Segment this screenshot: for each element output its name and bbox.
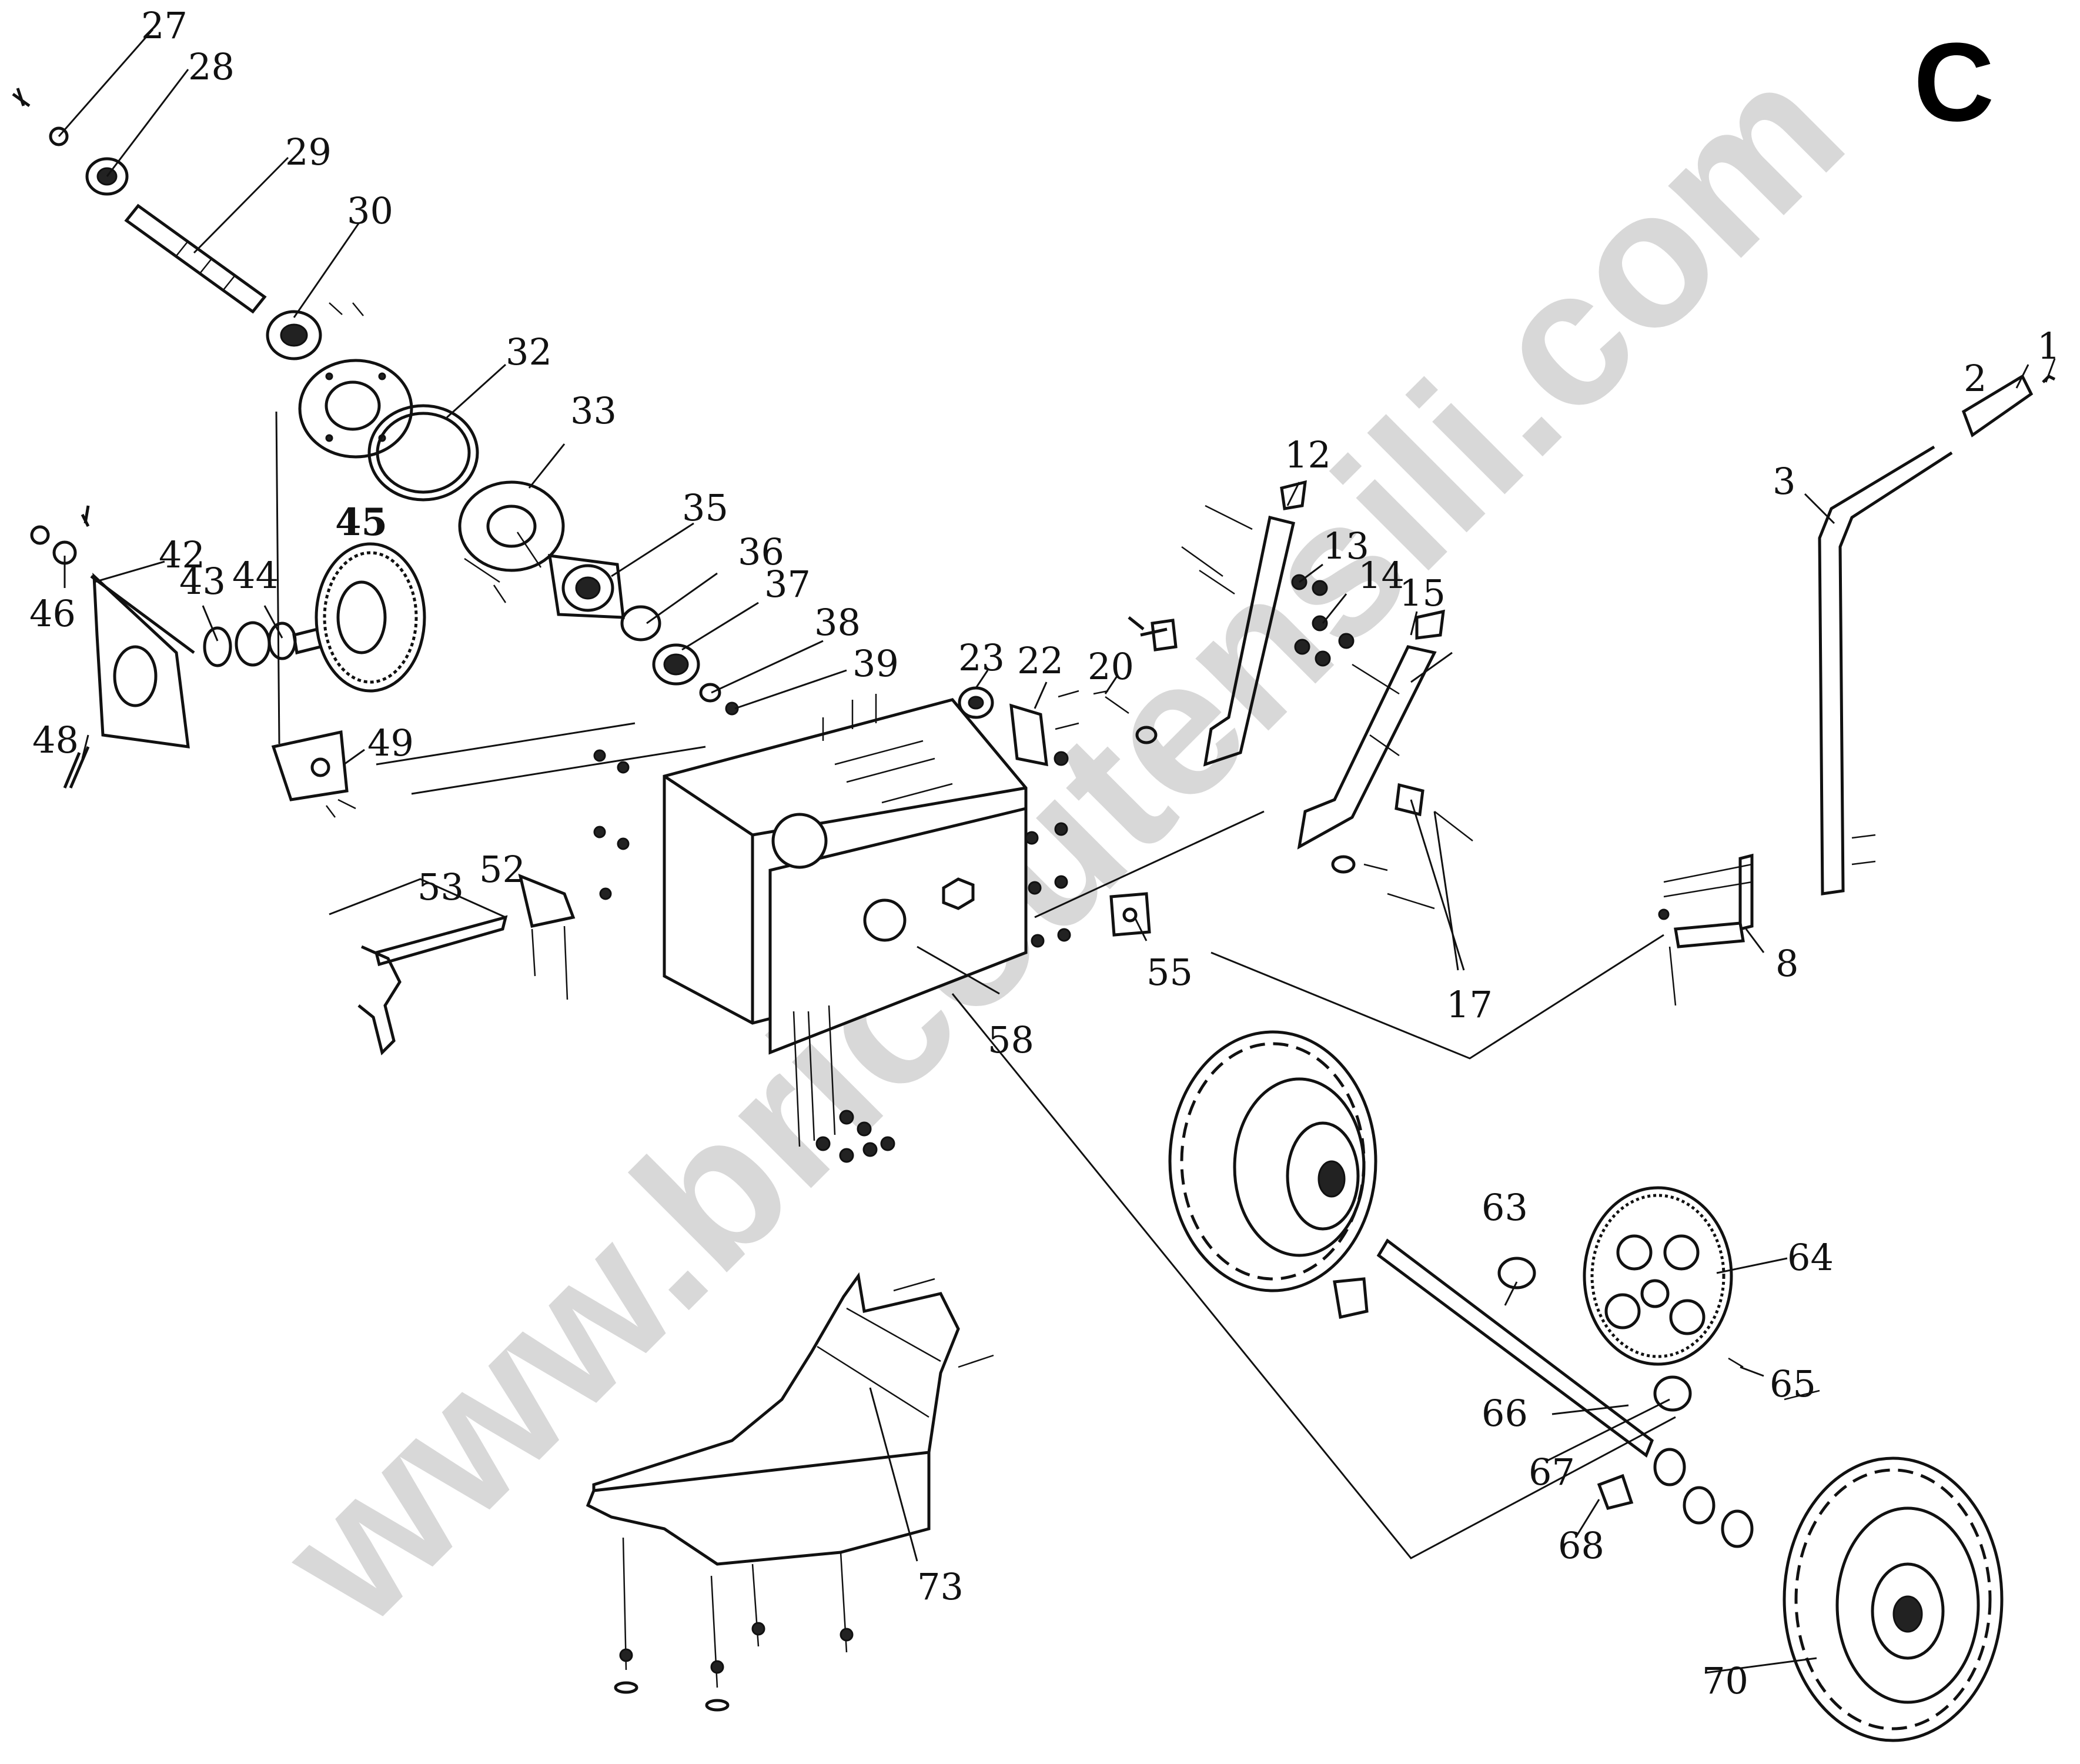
label-63: 63	[1482, 1186, 1528, 1229]
label-65: 65	[1770, 1362, 1816, 1405]
label-37: 37	[764, 563, 811, 606]
label-48: 48	[32, 719, 79, 761]
label-30: 30	[347, 189, 393, 232]
label-13: 13	[1323, 524, 1369, 567]
gearbox-housing	[593, 619, 1178, 1163]
label-67: 67	[1529, 1451, 1575, 1494]
label-23: 23	[958, 636, 1005, 679]
label-44: 44	[232, 554, 279, 597]
label-58: 58	[988, 1018, 1034, 1061]
shift-handle	[1658, 374, 2056, 1006]
label-29: 29	[285, 131, 332, 173]
left-bracket-assembly	[30, 411, 426, 818]
leader-lines	[58, 29, 2056, 1674]
label-38: 38	[814, 601, 861, 644]
label-17: 17	[1446, 983, 1493, 1026]
label-32: 32	[506, 330, 552, 373]
label-46: 46	[29, 592, 76, 635]
shaft-assembly	[12, 88, 739, 716]
label-12: 12	[1285, 433, 1331, 476]
label-39: 39	[852, 642, 899, 685]
lever-assembly	[357, 873, 576, 1055]
label-20: 20	[1088, 645, 1134, 688]
label-28: 28	[188, 45, 235, 88]
label-8: 8	[1775, 942, 1798, 985]
label-64: 64	[1787, 1236, 1834, 1279]
label-15: 15	[1399, 572, 1446, 614]
label-43: 43	[179, 560, 226, 603]
label-45: 45	[335, 500, 387, 544]
label-55: 55	[1146, 951, 1193, 994]
bottom-cover	[586, 1272, 994, 1712]
label-53: 53	[417, 866, 464, 908]
label-14: 14	[1358, 554, 1404, 597]
label-22: 22	[1017, 639, 1064, 682]
label-33: 33	[570, 389, 617, 432]
label-36: 36	[738, 530, 784, 573]
label-35: 35	[682, 486, 728, 529]
label-49: 49	[367, 721, 414, 764]
label-42: 42	[159, 533, 205, 576]
label-66: 66	[1482, 1392, 1528, 1435]
wheel-axle-assembly	[1168, 1030, 2004, 1742]
part-labels: 27 28 29 30 32 33 35 36 37 38 39 42 43 4…	[29, 4, 2060, 1702]
section-letter: C	[1914, 20, 1994, 145]
label-68: 68	[1558, 1524, 1604, 1567]
label-70: 70	[1702, 1659, 1748, 1702]
label-3: 3	[1773, 460, 1795, 503]
label-73: 73	[917, 1565, 964, 1608]
label-1: 1	[2037, 325, 2060, 368]
label-27: 27	[141, 4, 188, 47]
label-2: 2	[1964, 357, 1987, 400]
watermark: www.bricoutensili.com	[238, 21, 1882, 1666]
label-52: 52	[479, 848, 526, 891]
